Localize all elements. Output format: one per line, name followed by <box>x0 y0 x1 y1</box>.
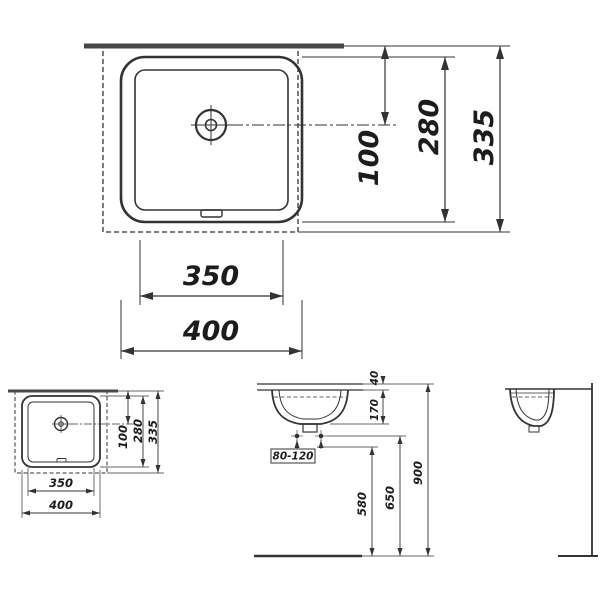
basin-front-inner-profile <box>278 389 342 420</box>
dim-label-100-small: 100 <box>116 425 130 449</box>
dim-label-335-small: 335 <box>146 420 160 444</box>
fixing-range-box <box>270 448 316 464</box>
dim-label-100: 100 <box>354 130 385 186</box>
dim-label-350: 350 <box>183 261 239 292</box>
dim-label-80-120: 80-120 <box>273 451 314 463</box>
basin-side-inner-profile <box>515 388 550 421</box>
plan-view-small: 350 400 100 280 335 <box>8 389 164 518</box>
basin-outer-rim <box>119 55 304 224</box>
overflow-slot-small <box>56 458 67 463</box>
side-elevation-view <box>505 383 598 557</box>
dim-label-350-small: 350 <box>49 476 73 490</box>
dim-label-335: 335 <box>469 109 500 165</box>
dim-label-650: 650 <box>383 486 397 510</box>
plan-view-large: 350 400 100 280 335 <box>84 43 510 359</box>
dim-label-900: 900 <box>411 461 425 485</box>
dim-label-580: 580 <box>355 492 369 516</box>
front-elevation-view: 80-120 40 170 580 650 900 <box>254 371 434 558</box>
dim-label-280: 280 <box>414 99 445 155</box>
overflow-slot <box>200 209 223 218</box>
drain-outlet-front <box>302 423 318 433</box>
dim-label-40: 40 <box>369 371 381 387</box>
dim-label-170: 170 <box>369 399 381 421</box>
drain-outlet-side <box>528 425 540 433</box>
counter-cutout-dashed <box>102 45 299 233</box>
basin-outer-rim-small <box>21 395 101 468</box>
dim-label-400-small: 400 <box>48 498 73 512</box>
dim-label-280-small: 280 <box>131 419 145 443</box>
dim-label-400: 400 <box>182 316 239 347</box>
